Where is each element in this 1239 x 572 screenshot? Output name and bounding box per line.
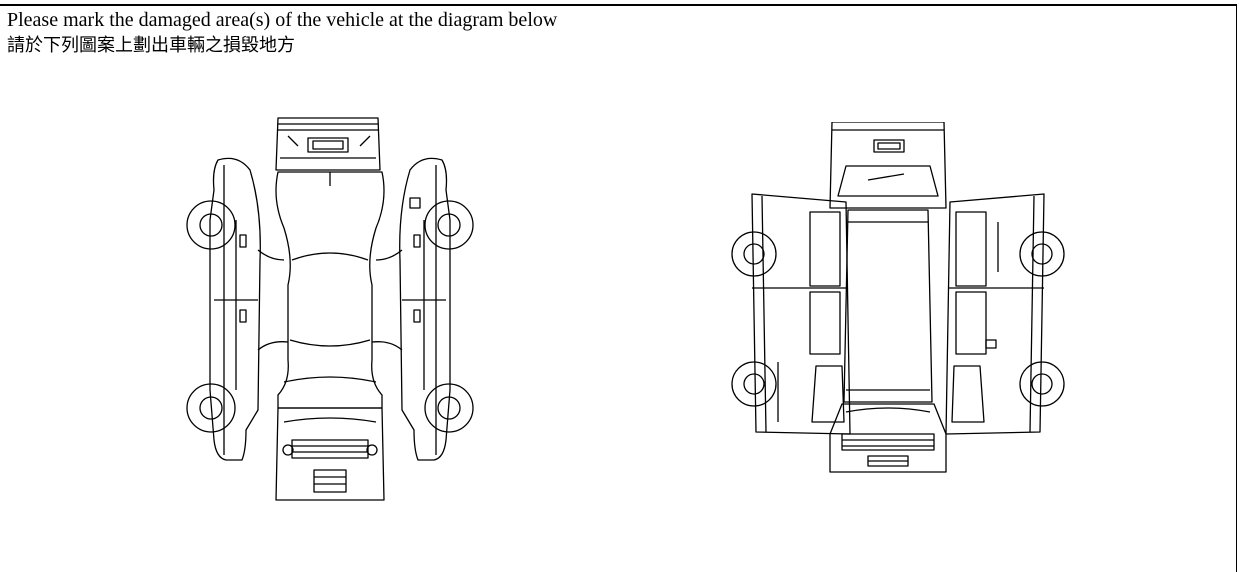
van-diagram[interactable] bbox=[728, 122, 1068, 477]
van-body-top bbox=[843, 209, 933, 403]
sedan-front-panel bbox=[275, 407, 385, 501]
sedan-diagram[interactable] bbox=[180, 110, 480, 510]
van-front-panel bbox=[829, 403, 947, 473]
instruction-english: Please mark the damaged area(s) of the v… bbox=[7, 9, 558, 31]
van-right-side bbox=[945, 193, 1045, 435]
instruction-chinese: 請於下列圖案上劃出車輛之損毀地方 bbox=[7, 35, 295, 56]
sedan-rear-panel bbox=[275, 117, 381, 171]
sedan-exploded-view-icon[interactable] bbox=[180, 110, 480, 510]
instruction-block: Please mark the damaged area(s) of the v… bbox=[7, 8, 557, 58]
sedan-body-top bbox=[275, 171, 385, 409]
van-rear-panel bbox=[829, 122, 947, 209]
sedan-wheels bbox=[186, 200, 474, 433]
form-section-frame bbox=[0, 4, 1237, 572]
van-exploded-view-icon[interactable] bbox=[728, 122, 1068, 477]
sedan-right-side bbox=[371, 157, 451, 461]
van-wheels bbox=[731, 231, 1065, 407]
sedan-left-side bbox=[209, 157, 289, 461]
van-left-side bbox=[751, 193, 851, 435]
